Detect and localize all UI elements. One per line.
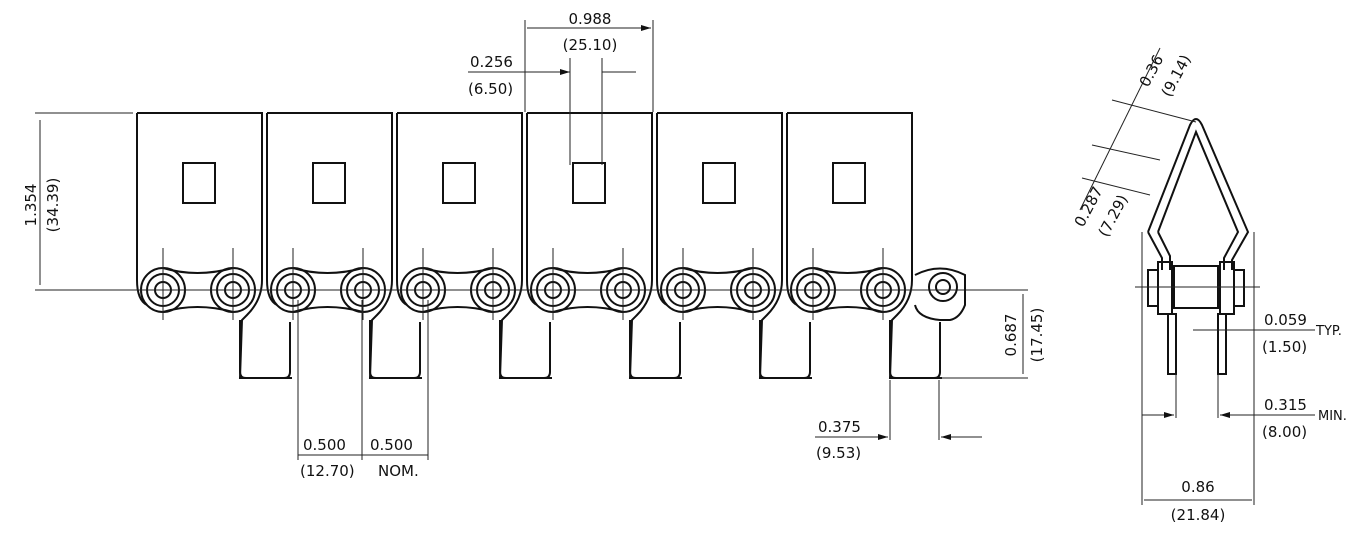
- square-hole: [312, 162, 346, 204]
- square-hole: [572, 162, 606, 204]
- tab: [499, 320, 551, 379]
- chain-link: [136, 112, 293, 379]
- square-hole: [702, 162, 736, 204]
- square-hole: [702, 162, 736, 204]
- square-hole: [182, 162, 216, 204]
- dimension-tab-depth: 0.687 (17.45): [940, 289, 1046, 379]
- square-hole: [442, 162, 476, 204]
- dimension-hole-width: 0.256 (6.50): [468, 53, 636, 165]
- tab: [369, 320, 421, 379]
- dim-inch: 0.375: [818, 418, 861, 436]
- dim-inch-2: 0.500: [370, 436, 413, 454]
- square-hole: [312, 162, 346, 204]
- tab: [889, 320, 941, 379]
- dimension-plate-height: 1.354 (34.39): [22, 112, 135, 291]
- dim-note: NOM.: [378, 462, 419, 480]
- dim-inch: 0.500: [303, 436, 346, 454]
- dimension-pitch-total: 0.988 (25.10): [524, 10, 654, 112]
- dimension-pitch: 0.500 0.500 (12.70) NOM.: [297, 300, 429, 480]
- tab: [239, 320, 291, 379]
- dim-inch: 0.988: [569, 10, 612, 28]
- square-hole: [832, 162, 866, 204]
- dim-mm: (8.00): [1262, 423, 1307, 441]
- chain-links: [130, 112, 975, 379]
- square-hole: [442, 162, 476, 204]
- dim-mm: (12.70): [300, 462, 355, 480]
- dim-inch: 0.687: [1002, 314, 1020, 357]
- square-hole: [572, 162, 606, 204]
- dim-mm: (25.10): [563, 36, 618, 54]
- dimension-tab-width: 0.375 (9.53): [815, 380, 982, 462]
- dim-mm: (6.50): [468, 80, 513, 98]
- dim-note: MIN.: [1318, 409, 1347, 424]
- tab: [629, 320, 681, 379]
- dim-mm: (1.50): [1262, 338, 1307, 356]
- side-view: 0.36 (9.14) 0.287 (7.29) 0.059 TYP. (1.5…: [1071, 47, 1347, 524]
- dim-inch: 0.315: [1264, 396, 1307, 414]
- tab: [759, 320, 811, 379]
- end-roller: [914, 267, 966, 321]
- dim-inch: 0.86: [1181, 478, 1214, 496]
- dim-mm: (17.45): [1028, 308, 1046, 363]
- dim-mm: (21.84): [1171, 506, 1226, 524]
- square-hole: [182, 162, 216, 204]
- dim-inch: 0.059: [1264, 311, 1307, 329]
- top-plate: [136, 112, 293, 379]
- square-hole: [832, 162, 866, 204]
- dim-inch: 0.256: [470, 53, 513, 71]
- dim-mm: (34.39): [44, 178, 62, 233]
- dim-note: TYP.: [1315, 324, 1342, 339]
- dim-mm: (9.53): [816, 444, 861, 462]
- dim-inch: 1.354: [22, 184, 40, 227]
